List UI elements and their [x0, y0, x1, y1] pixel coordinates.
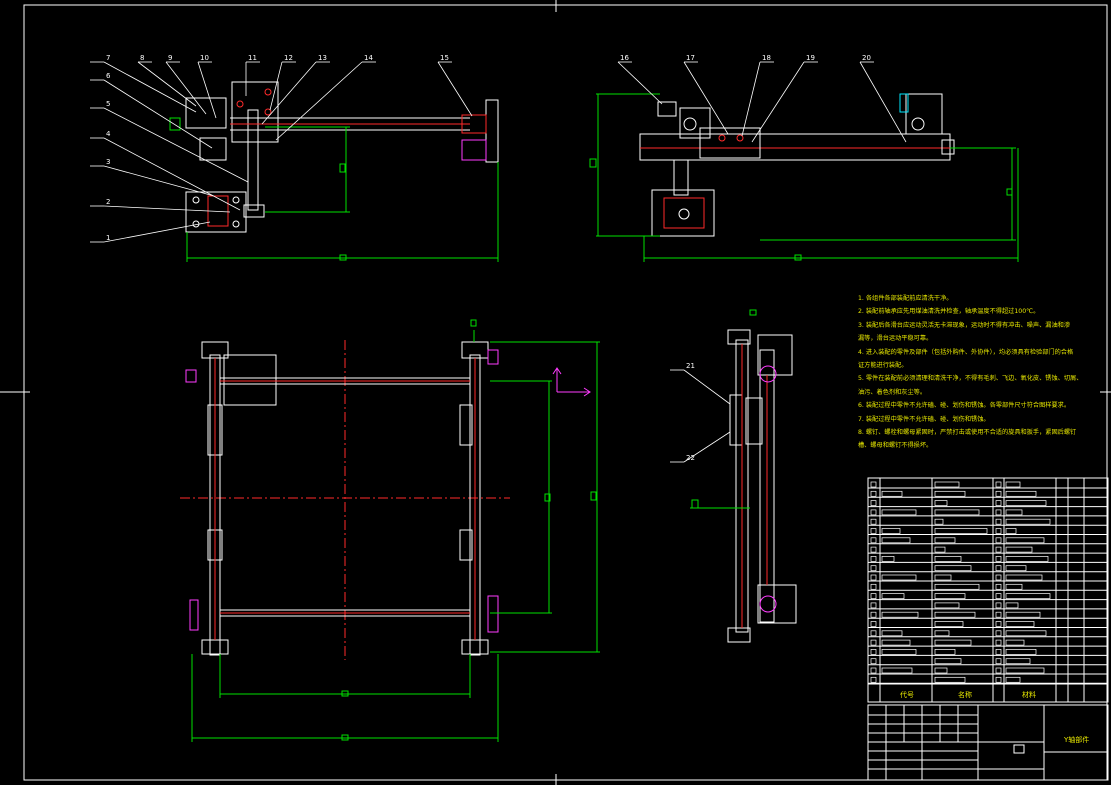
part-balloons-top: 16 17 18 19 20 — [617, 54, 907, 143]
top-view-assembly — [589, 93, 1019, 262]
note-line: 4. 进入装配的零件及部件（包括外购件、外协件），均必须具有检验部门的合格 — [858, 348, 1074, 356]
balloon-label: 16 — [620, 54, 629, 62]
balloon-label: 19 — [806, 54, 815, 62]
title-block — [867, 704, 1109, 781]
drawing-title: Y轴部件 — [1063, 735, 1089, 744]
note-line: 1. 各组件各部装配前应清洗干净。 — [858, 295, 953, 302]
balloon-label: 6 — [106, 72, 111, 80]
note-line: 8. 螺钉、螺栓和螺母紧固时，严禁打击或使用不合适的旋具和扳手，紧固后螺钉 — [858, 429, 1077, 437]
balloon-label: 8 — [140, 54, 144, 62]
bom-header-code: 代号 — [900, 690, 914, 699]
technical-notes: 1. 各组件各部装配前应清洗干净。 2. 装配前轴承应先用煤油清洗并检查，轴承温度… — [858, 292, 1108, 453]
note-line: 2. 装配前轴承应先用煤油清洗并检查，轴承温度不得超过100℃。 — [858, 308, 1040, 316]
balloon-label: 17 — [686, 54, 695, 62]
bom-header-name: 名称 — [958, 690, 972, 699]
balloon-label: 2 — [106, 198, 110, 206]
part-balloons-side: 21 22 — [670, 362, 731, 463]
note-line: 油污、着色剂和灰尘等。 — [858, 388, 927, 396]
balloon-label: 10 — [200, 54, 209, 62]
note-line: 漏等，滑台运动平稳可靠。 — [858, 335, 933, 343]
balloon-label: 1 — [106, 234, 110, 242]
balloon-label: 11 — [248, 54, 257, 62]
note-line: 槽、螺母和螺钉不得损坏。 — [858, 442, 933, 450]
balloon-label: 7 — [106, 54, 110, 62]
balloon-label: 4 — [106, 130, 111, 138]
balloon-label: 21 — [686, 362, 695, 370]
note-line: 7. 装配过程中零件不允许磕、碰、划伤和锈蚀。 — [858, 415, 990, 423]
bom-header-material: 材料 — [1022, 690, 1036, 699]
balloon-label: 12 — [284, 54, 293, 62]
balloon-label: 18 — [762, 54, 771, 62]
balloon-label: 15 — [440, 54, 449, 62]
balloon-label: 5 — [106, 100, 110, 108]
balloon-label: 22 — [686, 454, 695, 462]
balloon-label: 14 — [364, 54, 373, 62]
note-line: 3. 装配后各滑台应运动灵活无卡滞现象，运动时不得有冲击、噪声、漏油和渗 — [858, 321, 1071, 329]
front-view-assembly — [169, 81, 499, 262]
balloon-label: 13 — [318, 54, 327, 62]
plan-view-frame — [180, 319, 600, 742]
note-line: 6. 装配过程中零件不允许磕、碰、划伤和锈蚀。各零部件尺寸符合图样要求。 — [858, 402, 1071, 410]
note-line: 5. 零件在装配前必须清理和清洗干净，不得有毛刺、飞边、氧化皮、锈蚀、切屑、 — [858, 375, 1083, 383]
balloon-label: 3 — [106, 158, 110, 166]
bom-header: 代号 名称 材料 — [900, 690, 1036, 699]
balloon-label: 9 — [168, 54, 172, 62]
side-view-assembly — [690, 309, 797, 643]
bom-cells — [870, 481, 1051, 683]
bill-of-materials — [867, 477, 1109, 703]
balloon-label: 20 — [862, 54, 871, 62]
note-line: 证方能进行装配。 — [858, 362, 908, 370]
